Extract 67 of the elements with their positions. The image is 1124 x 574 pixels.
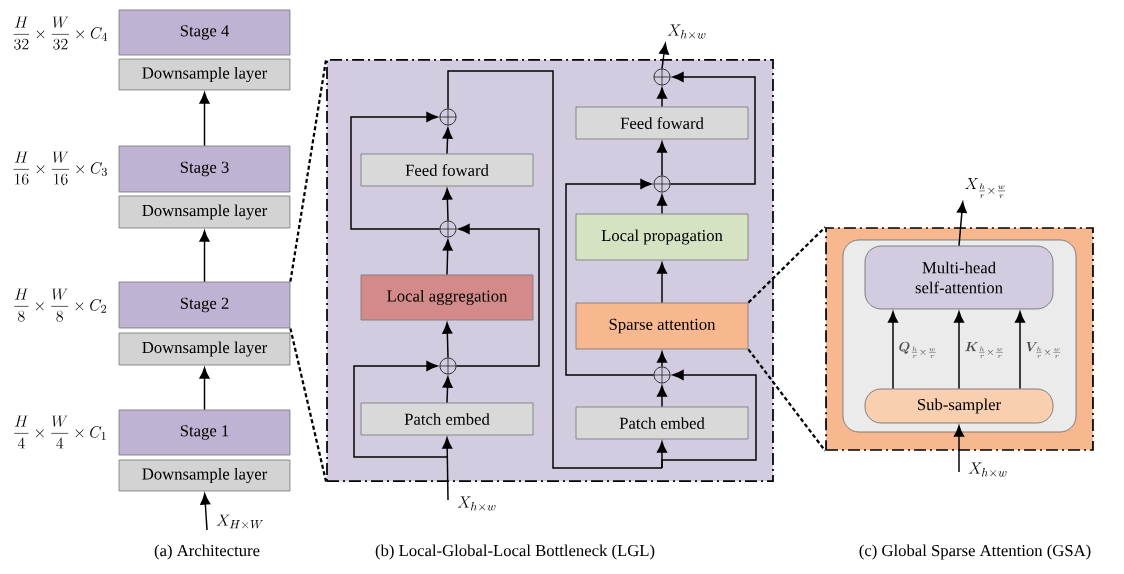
arrow — [656, 87, 668, 108]
layer-box: Downsample layer — [118, 459, 291, 492]
dimension-label: $\frac{H}{16}\times\frac{W}{16}\times C_3$ — [13, 151, 107, 185]
attention-box: Multi-head self-attention — [864, 245, 1054, 310]
layer-box: Patch embed — [360, 402, 534, 436]
arrow — [669, 71, 756, 185]
arrow — [656, 385, 668, 408]
arrow — [659, 42, 669, 70]
arrow — [953, 425, 965, 473]
zoom-line — [747, 348, 827, 452]
caption: (c) Global Sparse Attention (GSA) — [859, 544, 1091, 560]
zoom-line — [747, 226, 826, 304]
arrow — [350, 111, 441, 230]
arrow — [1014, 311, 1026, 390]
layer-box: Sparse attention — [575, 302, 749, 350]
tensor-label: $X_{h\times w}$ — [457, 496, 496, 511]
arrow — [442, 188, 453, 222]
dimension-label: $\frac{H}{8}\times\frac{W}{8}\times C_2$ — [14, 288, 107, 322]
caption: (a) Architecture — [154, 544, 260, 560]
sum-circle — [439, 108, 457, 126]
arrow — [442, 127, 453, 155]
sampler-box: Sub-sampler — [864, 388, 1054, 424]
layer-box: Downsample layer — [118, 332, 291, 366]
sum-circle — [653, 68, 671, 86]
arrow — [199, 92, 210, 147]
sum-circle — [653, 175, 671, 193]
arrow — [442, 322, 453, 359]
arrow — [656, 351, 668, 368]
stage-box: Stage 2 — [118, 281, 291, 329]
caption: (b) Local-Global-Local Bottleneck (LGL) — [375, 544, 655, 560]
stage-box: Stage 4 — [118, 9, 291, 56]
arrow — [887, 311, 899, 390]
arrow — [565, 178, 655, 376]
zoom-line — [289, 58, 328, 282]
arrow — [661, 369, 757, 469]
layer-box: Local propagation — [575, 213, 749, 261]
tensor-label: $X_{h\times w}$ — [968, 462, 1007, 477]
sum-circle — [439, 357, 457, 375]
layer-box: Feed foward — [360, 153, 534, 187]
tensor-label: $X_{H\times W}$ — [216, 514, 263, 529]
arrow — [199, 367, 210, 411]
tensor-label: $X_{h\times w}$ — [667, 24, 706, 39]
sum-circle — [439, 220, 457, 238]
layer-box: Local aggregation — [360, 274, 534, 321]
arrow — [199, 230, 210, 283]
dimension-label: $\frac{H}{4}\times\frac{W}{4}\times C_1$ — [14, 415, 106, 449]
arrow — [442, 239, 453, 276]
arrow — [200, 493, 211, 531]
stage-box: Stage 1 — [118, 409, 291, 456]
arrow — [442, 437, 453, 501]
layer-box: Feed foward — [575, 106, 749, 140]
arrow — [656, 194, 668, 215]
layer-box: Downsample layer — [118, 58, 291, 91]
arrow — [656, 141, 668, 177]
sum-circle — [653, 366, 671, 384]
arrow — [953, 311, 965, 390]
zoom-line — [289, 328, 328, 483]
layer-box: Downsample layer — [118, 195, 291, 229]
dimension-label: $\frac{H}{32}\times\frac{W}{32}\times C_4$ — [13, 16, 108, 50]
arrow — [656, 262, 668, 304]
tensor-label: $X_{\frac{h}{r}\times\frac{w}{r}}$ — [965, 178, 1006, 199]
arrow — [455, 223, 540, 367]
arrow — [956, 201, 967, 247]
layer-box: Patch embed — [575, 406, 749, 440]
arrow — [442, 376, 453, 404]
arrow — [353, 360, 449, 458]
stage-box: Stage 3 — [118, 145, 291, 193]
